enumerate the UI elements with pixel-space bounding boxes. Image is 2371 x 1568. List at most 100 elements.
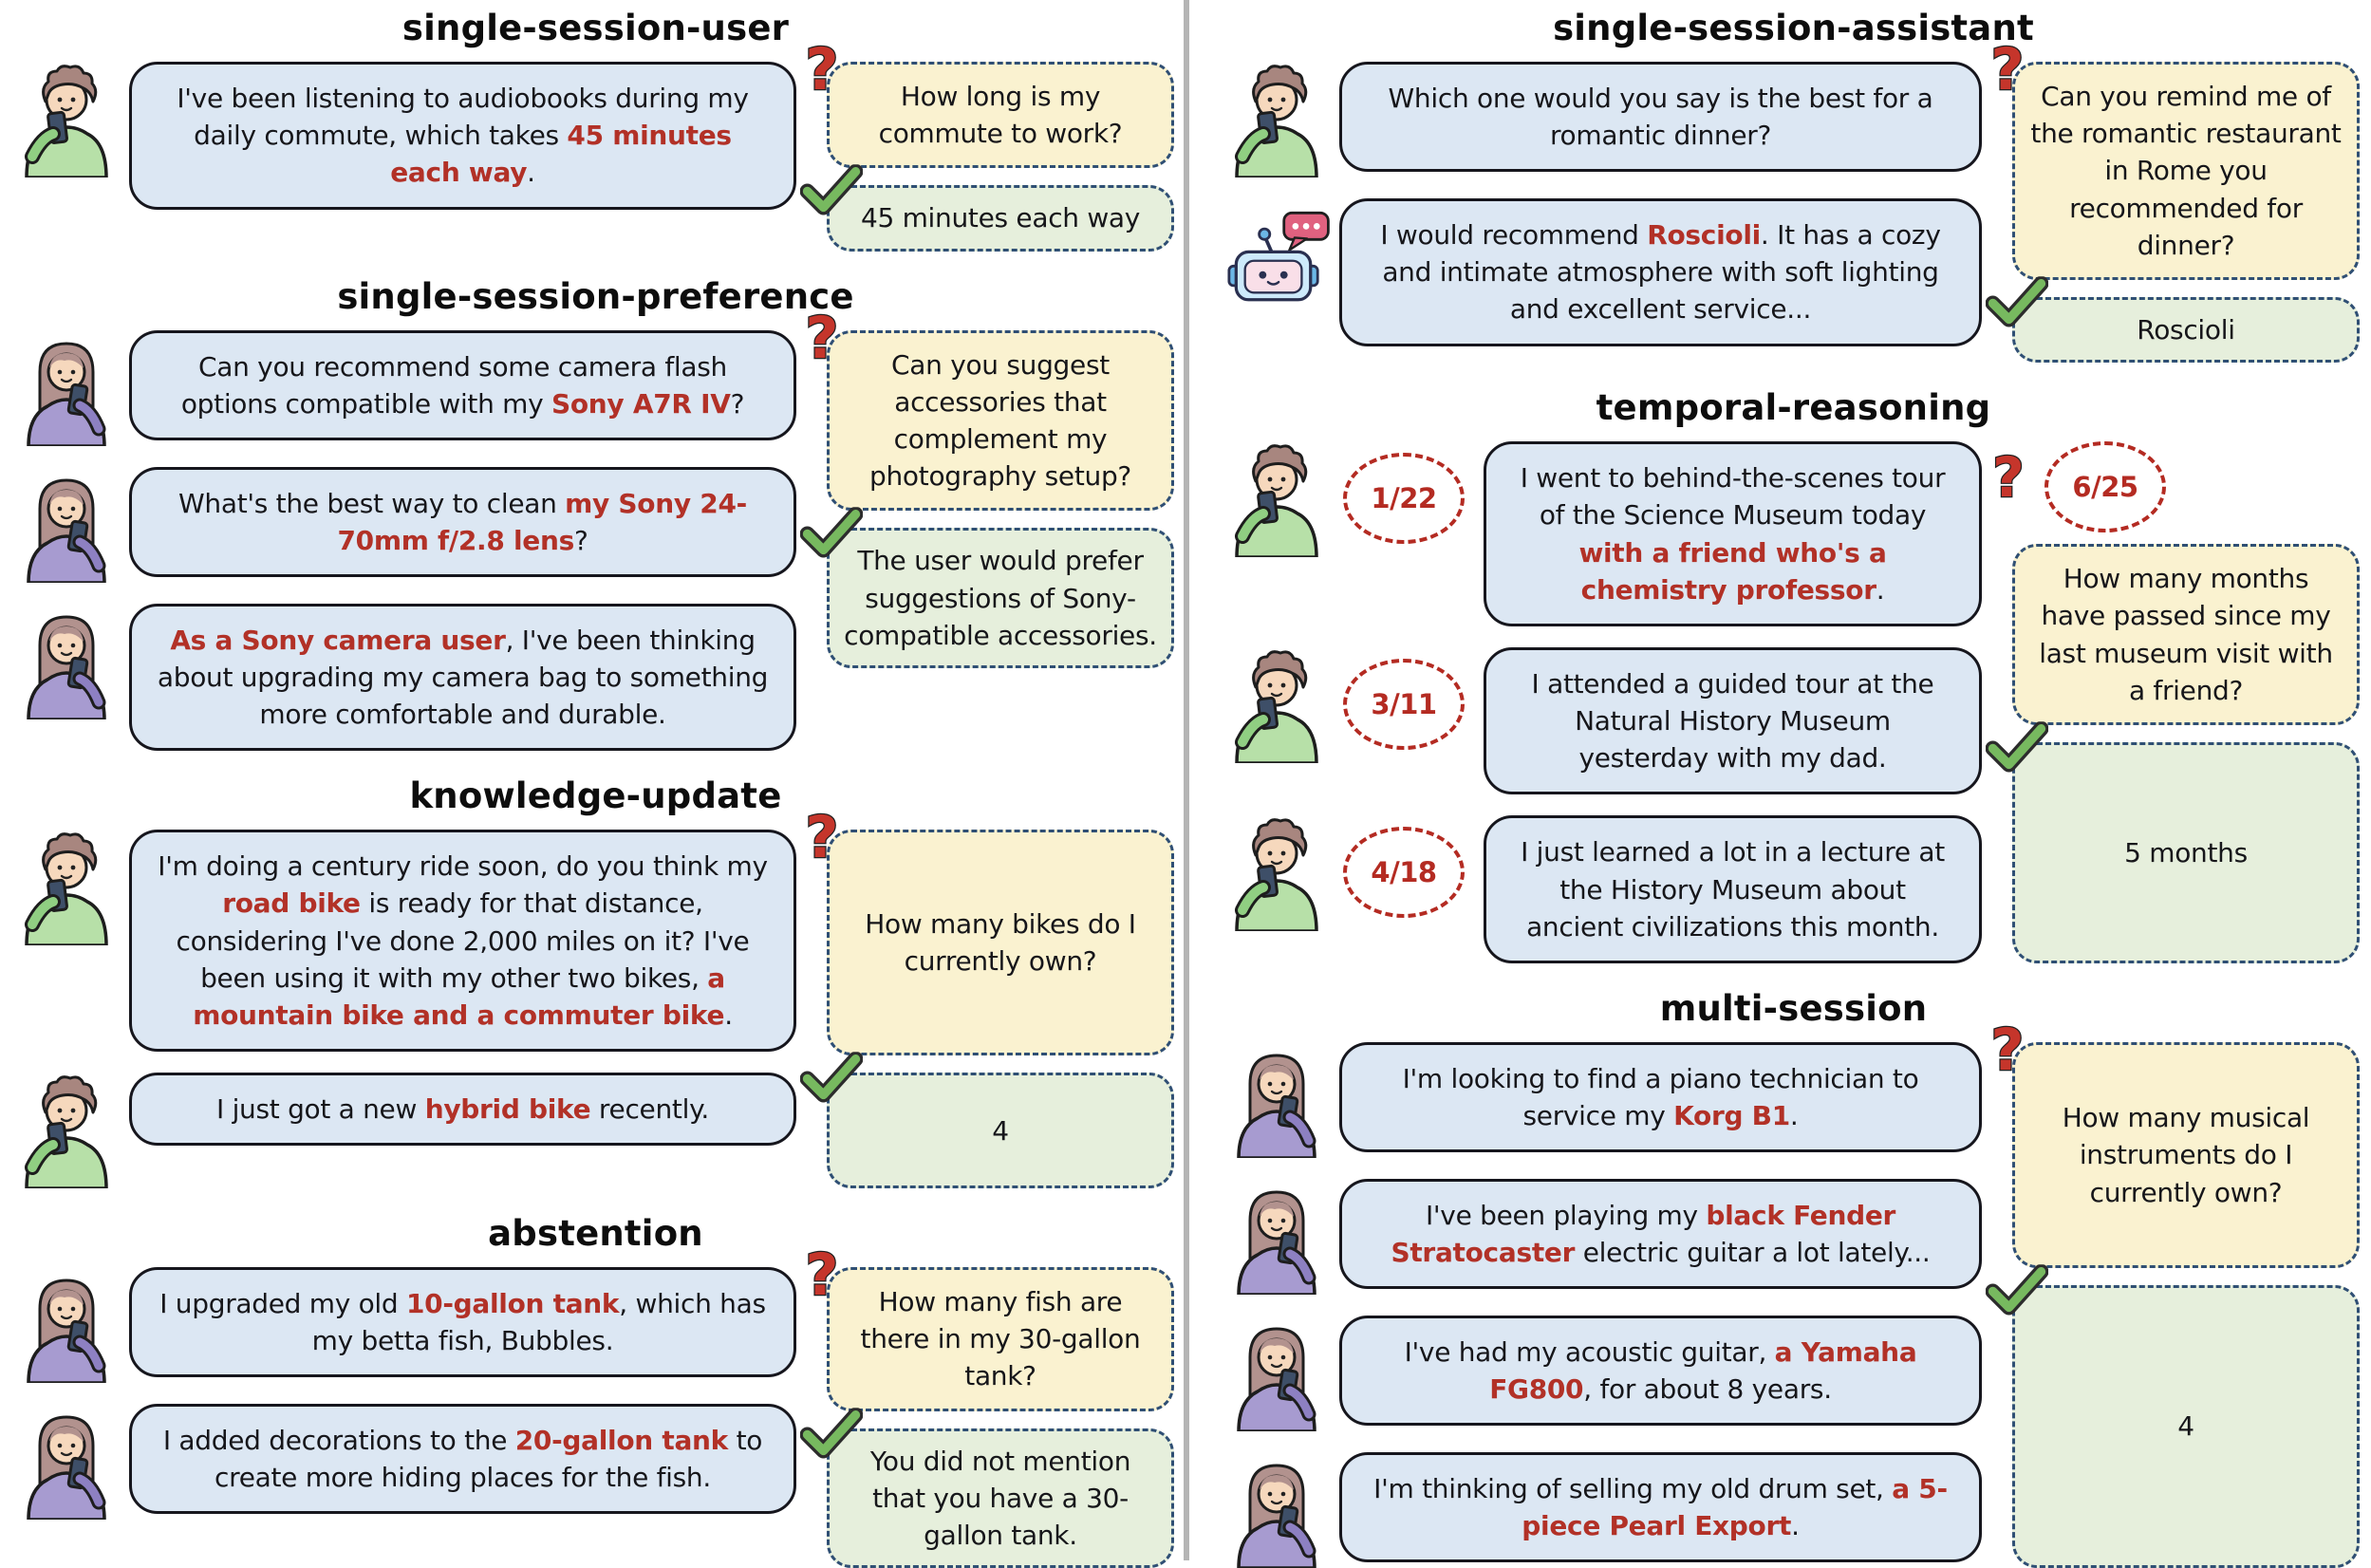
message-row: Which one would you say is the best for …: [1227, 62, 1982, 177]
question-block: How many bikes do I currently own?: [812, 830, 1174, 1056]
message-row: I upgraded my old 10-gallon tank, which …: [17, 1267, 796, 1383]
answer-text-plain: 4: [2177, 1410, 2194, 1443]
message-text-highlight: my Sony 24-70mm f/2.8 lens: [337, 487, 747, 556]
qa-rail: How many musical instruments do I curren…: [1997, 1042, 2360, 1568]
user-message-bubble: I just learned a lot in a lecture at the…: [1484, 815, 1982, 963]
question-block: How many fish are there in my 30-gallon …: [812, 1267, 1174, 1411]
question-text: How many fish are there in my 30-gallon …: [845, 1283, 1156, 1395]
qa-rail: Can you remind me of the romantic restau…: [1997, 62, 2360, 364]
message-list: I'm looking to find a piano technician t…: [1227, 1042, 1982, 1568]
user-message-bubble: I attended a guided tour at the Natural …: [1484, 646, 1982, 795]
section-abstention: abstention I upgraded my old 10-gallon t…: [17, 1213, 1174, 1568]
section-body: Can you recommend some camera flash opti…: [17, 330, 1174, 752]
section-title: single-session-assistant: [1553, 8, 2034, 48]
section-body: Which one would you say is the best for …: [1227, 62, 2360, 364]
answer-text-plain: 5 months: [2124, 836, 2248, 868]
section-temporal-reasoning: temporal-reasoning 1/22 I went to behind…: [1227, 387, 2360, 963]
message-row: Can you recommend some camera flash opti…: [17, 329, 796, 446]
message-text-plain: , which has my betta fish, Bubbles.: [311, 1288, 766, 1357]
message-text: I've had my acoustic guitar, a Yamaha FG…: [1365, 1334, 1956, 1408]
answer-block: 5 months: [1997, 742, 2360, 963]
message-text-highlight: black Fender Stratocaster: [1391, 1200, 1896, 1269]
answer-bubble: Roscioli: [2012, 296, 2360, 364]
woman-avatar: [17, 469, 116, 583]
section-title: single-session-preference: [337, 275, 854, 317]
question-block: How long is my commute to work?: [812, 62, 1174, 169]
message-text-plain: Which one would you say is the best for …: [1388, 83, 1933, 152]
answer-block: 4: [1997, 1285, 2360, 1568]
message-list: Can you recommend some camera flash opti…: [17, 329, 796, 752]
user-message-bubble: I'm looking to find a piano technician t…: [1339, 1042, 1982, 1153]
message-text: I'm doing a century ride soon, do you th…: [155, 848, 771, 1034]
user-message-bubble: What's the best way to clean my Sony 24-…: [129, 466, 796, 577]
message-text-plain: ?: [573, 524, 588, 556]
date-label: 3/11: [1371, 687, 1437, 720]
question-bubble: How many bikes do I currently own?: [827, 830, 1174, 1056]
message-text: I'm looking to find a piano technician t…: [1365, 1060, 1956, 1134]
date-badge: 1/22: [1343, 453, 1465, 545]
qa-rail: 6/25 How many months have passed since m…: [1997, 441, 2360, 963]
section-body: I'm doing a century ride soon, do you th…: [17, 830, 1174, 1189]
answer-bubble: You did not mention that you have a 30-g…: [827, 1428, 1174, 1568]
message-text-plain: I've had my acoustic guitar,: [1404, 1336, 1775, 1368]
man-avatar: [1227, 817, 1326, 931]
robot-avatar: [1227, 200, 1326, 307]
user-message-bubble: As a Sony camera user, I've been thinkin…: [129, 603, 796, 752]
section-title: temporal-reasoning: [1596, 387, 1991, 429]
message-text-highlight: with a friend who's a chemistry professo…: [1578, 536, 1887, 606]
message-text-plain: I would recommend: [1380, 219, 1648, 251]
user-message-bubble: I upgraded my old 10-gallon tank, which …: [129, 1267, 796, 1378]
question-bubble: How many fish are there in my 30-gallon …: [827, 1267, 1174, 1411]
message-row: I'm doing a century ride soon, do you th…: [17, 830, 796, 1053]
message-text-plain: ?: [730, 387, 745, 420]
woman-avatar: [1227, 1454, 1326, 1568]
message-text-plain: electric guitar a lot lately...: [1575, 1237, 1931, 1269]
question-block: Can you remind me of the romantic restau…: [1997, 62, 2360, 280]
answer-block: 45 minutes each way: [812, 185, 1174, 252]
man-avatar: [1227, 443, 1326, 557]
message-row: 3/11 I attended a guided tour at the Nat…: [1227, 646, 1982, 795]
section-knowledge-update: knowledge-update I'm doing a century rid…: [17, 775, 1174, 1189]
answer-bubble: 4: [2012, 1285, 2360, 1568]
message-text: I attended a guided tour at the Natural …: [1509, 665, 1956, 777]
question-mark-icon: [800, 805, 844, 871]
checkmark-icon: [800, 164, 863, 218]
message-text-highlight: Roscioli: [1647, 219, 1761, 251]
woman-avatar: [17, 1406, 116, 1520]
section-title: single-session-user: [401, 8, 790, 48]
message-text: I've been listening to audiobooks during…: [155, 80, 771, 192]
question-text: How long is my commute to work?: [845, 78, 1156, 152]
user-message-bubble: I've been listening to audiobooks during…: [129, 62, 796, 210]
user-message-bubble: I added decorations to the 20-gallon tan…: [129, 1404, 796, 1515]
message-row: I'm looking to find a piano technician t…: [1227, 1042, 1982, 1158]
message-text: I went to behind-the-scenes tour of the …: [1509, 459, 1956, 608]
question-bubble: How many months have passed since my las…: [2012, 544, 2360, 725]
message-text-plain: I added decorations to the: [162, 1425, 515, 1457]
message-text: I just got a new hybrid bike recently.: [155, 1091, 771, 1128]
date-badge: 4/18: [1343, 827, 1465, 919]
question-block: Can you suggest accessories that complem…: [812, 330, 1174, 512]
date-label: 1/22: [1371, 482, 1437, 515]
answer-text: 45 minutes each way: [843, 199, 1158, 236]
message-list: I'm doing a century ride soon, do you th…: [17, 830, 796, 1188]
message-text-highlight: 10-gallon tank: [405, 1288, 620, 1320]
question-mark-icon: [800, 306, 844, 372]
message-text-plain: I'm thinking of selling my old drum set,: [1373, 1473, 1893, 1504]
message-list: I've been listening to audiobooks during…: [17, 62, 796, 252]
message-text-plain: . It has a cozy and intimate atmosphere …: [1382, 219, 1941, 326]
message-row: I've had my acoustic guitar, a Yamaha FG…: [1227, 1316, 1982, 1431]
woman-avatar: [1227, 1317, 1326, 1431]
answer-text: Roscioli: [2028, 311, 2343, 348]
answer-block: The user would prefer suggestions of Son…: [812, 528, 1174, 668]
user-message-bubble: Which one would you say is the best for …: [1339, 62, 1982, 173]
question-text-plain: How many fish are there in my 30-gallon …: [860, 1286, 1141, 1392]
section-single-session-preference: single-session-preference Can you recomm…: [17, 276, 1174, 752]
woman-avatar: [1227, 1181, 1326, 1295]
message-text-plain: , I've been thinking about upgrading my …: [157, 624, 769, 730]
message-row: I've been listening to audiobooks during…: [17, 62, 796, 210]
question-mark-icon: [1986, 1017, 2029, 1084]
user-message-bubble: I'm thinking of selling my old drum set,…: [1339, 1452, 1982, 1563]
answer-text-plain: Roscioli: [2137, 313, 2235, 345]
date-label: 4/18: [1371, 856, 1437, 889]
question-block: How many musical instruments do I curren…: [1997, 1042, 2360, 1268]
